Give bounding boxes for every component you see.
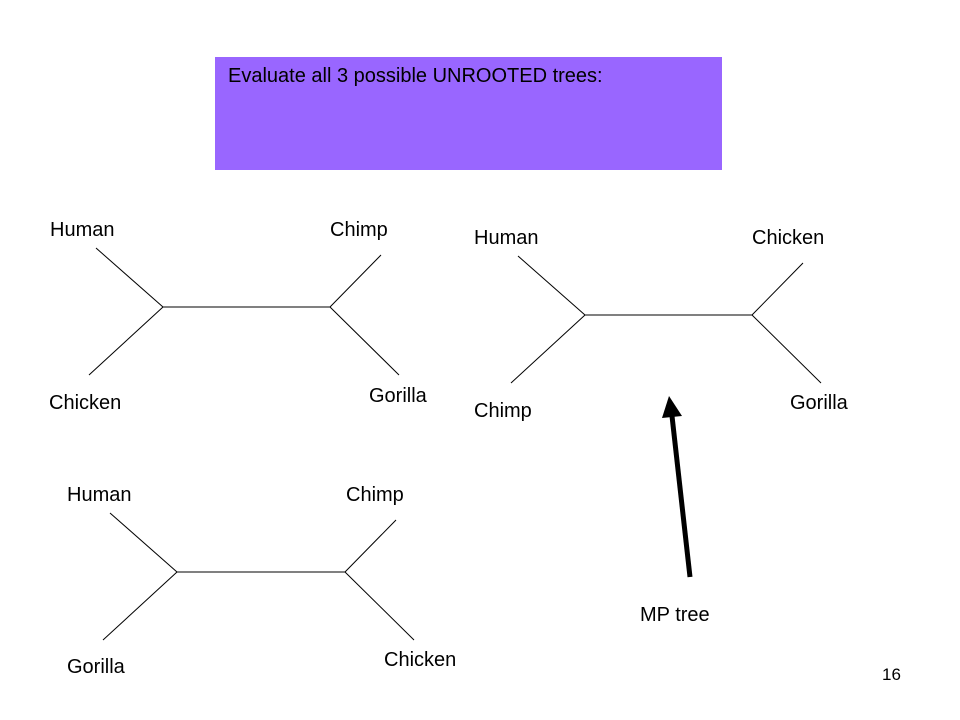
mp-arrow-shaft	[669, 415, 693, 578]
mp-arrow-head	[662, 396, 682, 418]
mp-arrow	[662, 396, 693, 578]
tree-2-edge-gorilla	[751, 314, 822, 384]
tree-2-edge-chicken	[751, 262, 804, 316]
tree-1-label-chimp: Chimp	[330, 219, 388, 241]
tree-2-edge-human	[517, 255, 586, 316]
tree-3-edge-human	[109, 512, 178, 573]
tree-2-label-human: Human	[474, 227, 539, 249]
tree-2-edge-chimp	[510, 314, 586, 384]
tree-3-edges	[102, 512, 415, 641]
tree-1-edge-chimp	[329, 254, 382, 308]
tree-3-edge-chimp	[344, 519, 397, 573]
tree-1-edge-gorilla	[329, 306, 400, 376]
tree-2-edges	[510, 255, 822, 384]
title-box: Evaluate all 3 possible UNROOTED trees:	[215, 57, 722, 170]
tree-1-label-chicken: Chicken	[49, 392, 122, 414]
tree-3-edge-chicken	[344, 571, 415, 641]
tree-3-label-chicken: Chicken	[384, 649, 457, 671]
slide-title: Evaluate all 3 possible UNROOTED trees:	[228, 65, 603, 87]
tree-1-label-gorilla: Gorilla	[369, 385, 427, 407]
tree-2-label-chicken: Chicken	[752, 227, 825, 249]
mp-tree-label: MP tree	[640, 604, 710, 626]
tree-3-label-human: Human	[67, 484, 132, 506]
tree-3-label-chimp: Chimp	[346, 484, 404, 506]
tree-1-label-human: Human	[50, 219, 115, 241]
tree-2-label-gorilla: Gorilla	[790, 392, 848, 414]
tree-3-label-gorilla: Gorilla	[67, 656, 125, 678]
tree-1-edge-human	[95, 247, 164, 308]
tree-3-edge-gorilla	[102, 571, 178, 641]
tree-1-edges	[88, 247, 400, 376]
tree-1-edge-chicken	[88, 306, 164, 376]
page-number: 16	[882, 665, 901, 684]
tree-2-label-chimp: Chimp	[474, 400, 532, 422]
